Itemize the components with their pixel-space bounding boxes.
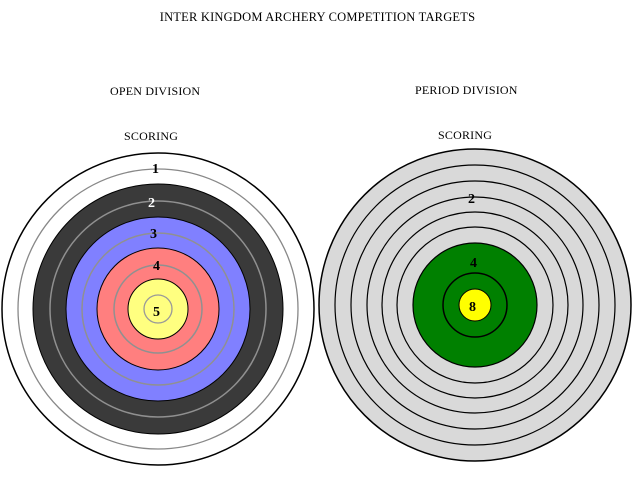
period-score-8: 8 — [469, 300, 476, 315]
open-division-target: 1 2 3 4 5 — [1, 152, 315, 466]
page-title: INTER KINGDOM ARCHERY COMPETITION TARGET… — [159, 10, 476, 24]
period-division-heading: PERIOD DIVISION — [415, 83, 518, 97]
period-score-4: 4 — [470, 256, 477, 271]
period-score-2: 2 — [468, 192, 475, 207]
period-ring-line-3 — [366, 196, 584, 414]
open-score-4: 4 — [153, 259, 160, 274]
period-scoring-label: SCORING — [438, 128, 493, 142]
open-score-5: 5 — [153, 305, 160, 320]
open-gold-ring — [127, 278, 189, 340]
period-ring-line-1 — [334, 164, 616, 446]
open-gold-inner-line — [143, 294, 173, 324]
period-bull — [458, 288, 492, 322]
open-score-3: 3 — [150, 227, 157, 242]
period-ring-line-4 — [381, 211, 569, 399]
open-white-inner-line — [17, 168, 299, 450]
open-black-inner-line — [49, 200, 267, 418]
period-division-target: 2 4 8 — [318, 148, 632, 462]
period-ring-line-5 — [396, 226, 554, 384]
open-score-1: 1 — [152, 162, 159, 177]
open-score-2: 2 — [148, 196, 155, 211]
open-red-inner-line — [113, 264, 203, 354]
period-green-inner-line — [442, 272, 508, 338]
period-ring-line-2 — [350, 180, 600, 430]
open-scoring-label: SCORING — [124, 129, 179, 143]
open-division-heading: OPEN DIVISION — [110, 84, 201, 98]
open-blue-inner-line — [81, 232, 235, 386]
